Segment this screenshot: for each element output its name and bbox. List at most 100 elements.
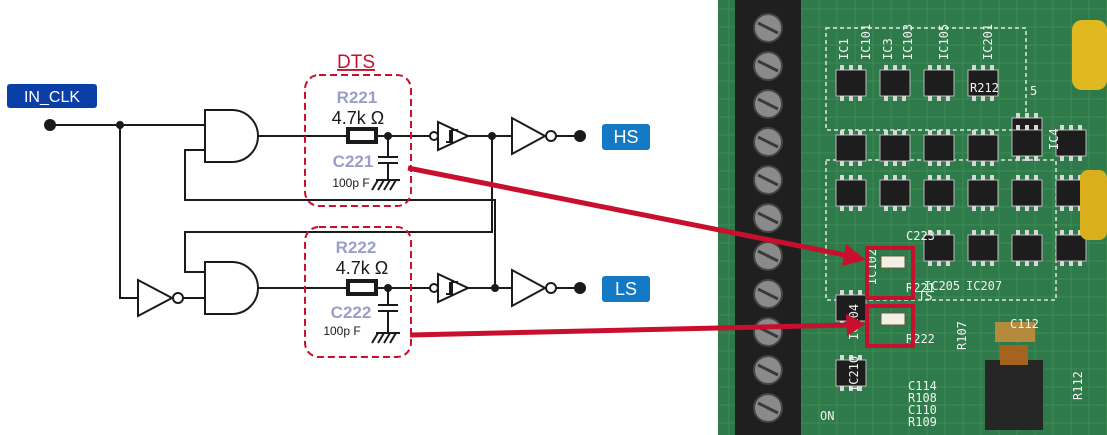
screw-head <box>753 13 783 43</box>
ic-package <box>835 355 867 391</box>
c221-ref: C221 <box>333 152 374 171</box>
ic-package <box>967 175 999 211</box>
ic-package <box>879 65 911 101</box>
screw-head <box>753 165 783 195</box>
screw-head <box>753 393 783 423</box>
screw-head <box>753 89 783 119</box>
hs-label: HS <box>613 127 638 147</box>
ls-tag: LS <box>602 276 650 302</box>
r221-ref: R221 <box>337 88 378 107</box>
schematic: IN_CLK <box>7 52 650 358</box>
ic-package <box>1055 230 1087 266</box>
ic-package <box>967 230 999 266</box>
ic-package <box>923 130 955 166</box>
highlight-r222 <box>865 304 915 348</box>
ic-package <box>923 65 955 101</box>
silkscreen-label: IC201 <box>981 24 995 60</box>
silkscreen-label: R212 <box>970 81 999 95</box>
silkscreen-label: IC4 <box>1047 128 1061 150</box>
arrow-c222-to-pcb <box>409 322 849 338</box>
in-clk-label: IN_CLK <box>24 89 80 106</box>
c221-value: 100p F <box>332 176 369 190</box>
silkscreen-label: IC207 <box>966 279 1002 293</box>
r222-ref: R222 <box>336 238 377 257</box>
ic-package <box>835 130 867 166</box>
silkscreen-label: IC1 <box>837 38 851 60</box>
ic-package <box>1055 125 1087 161</box>
screw-head <box>753 127 783 157</box>
silkscreen-label: IC105 <box>937 24 951 60</box>
dts-label: DTS <box>337 52 375 73</box>
dts-region-bottom <box>304 226 412 358</box>
ls-label: LS <box>615 279 637 299</box>
screw-head <box>753 51 783 81</box>
silkscreen-label: ON <box>820 409 834 423</box>
c222-value: 100p F <box>323 324 360 338</box>
and-gate-bottom <box>204 261 259 315</box>
terminal-screws <box>753 13 783 423</box>
and-gate-top <box>204 109 259 163</box>
silkscreen-label: C114 <box>908 379 937 393</box>
c222-ref: C222 <box>331 303 372 322</box>
silkscreen-label: C223 <box>906 229 935 243</box>
screw-head <box>753 279 783 309</box>
capacitor-c222 <box>378 288 398 333</box>
in-clk-tag: IN_CLK <box>7 84 97 108</box>
ground-bottom <box>371 332 400 344</box>
ic-package <box>923 230 955 266</box>
silkscreen-label: R108 <box>908 391 937 405</box>
arrow-c221-to-pcb <box>407 165 851 259</box>
silkscreen-label: TS <box>918 289 932 303</box>
input-to-inverter-wire <box>119 125 138 299</box>
ic-package <box>1011 175 1043 211</box>
silkscreen-label: C112 <box>1010 317 1039 331</box>
ls-terminal <box>574 282 586 294</box>
hs-tag: HS <box>602 124 650 150</box>
screw-head <box>753 355 783 385</box>
silkscreen-label: C110 <box>908 403 937 417</box>
schmitt-buffer-top <box>429 120 471 152</box>
schmitt-buffer-bottom <box>429 272 471 304</box>
hs-terminal <box>574 130 586 142</box>
silkscreen-label: IC210 <box>847 356 861 392</box>
callout-arrows <box>407 165 866 338</box>
silkscreen-label: R222 <box>906 332 935 346</box>
screw-head <box>753 203 783 233</box>
pcb-r221 <box>880 255 906 269</box>
highlight-r221 <box>865 246 915 300</box>
screw-head <box>753 241 783 271</box>
pcb-r222 <box>880 312 906 326</box>
ic-package <box>1011 230 1043 266</box>
ic-package <box>923 175 955 211</box>
silkscreen-label: IC103 <box>901 24 915 60</box>
silkscreen-label: IC205 <box>924 279 960 293</box>
ic-package <box>967 130 999 166</box>
ic-package <box>835 65 867 101</box>
r221-value: 4.7k Ω <box>332 108 384 128</box>
pcb-ic-packages <box>835 65 1087 391</box>
silkscreen-label: 5 <box>1030 84 1037 98</box>
silkscreen-label: R107 <box>955 321 969 350</box>
ic-package <box>879 130 911 166</box>
silkscreen-label: IC3 <box>881 38 895 60</box>
ic-package <box>835 175 867 211</box>
input-inverter <box>137 278 184 318</box>
ic-package <box>879 175 911 211</box>
r222-value: 4.7k Ω <box>336 258 388 278</box>
capacitor-c221 <box>378 136 398 180</box>
resistor-r221 <box>346 127 378 144</box>
screw-head <box>753 317 783 347</box>
dts-region-top <box>304 74 412 207</box>
resistor-r222 <box>346 279 378 296</box>
ic-package <box>967 65 999 101</box>
feedback-ls-to-top-and <box>184 149 496 288</box>
output-inverter-top <box>511 116 557 156</box>
silkscreen-label: R112 <box>1071 371 1085 400</box>
ic-package <box>1011 125 1043 161</box>
silkscreen-label: IC101 <box>859 24 873 60</box>
output-inverter-bottom <box>511 268 557 308</box>
silkscreen-label: R109 <box>908 415 937 429</box>
ground-top <box>371 179 400 191</box>
